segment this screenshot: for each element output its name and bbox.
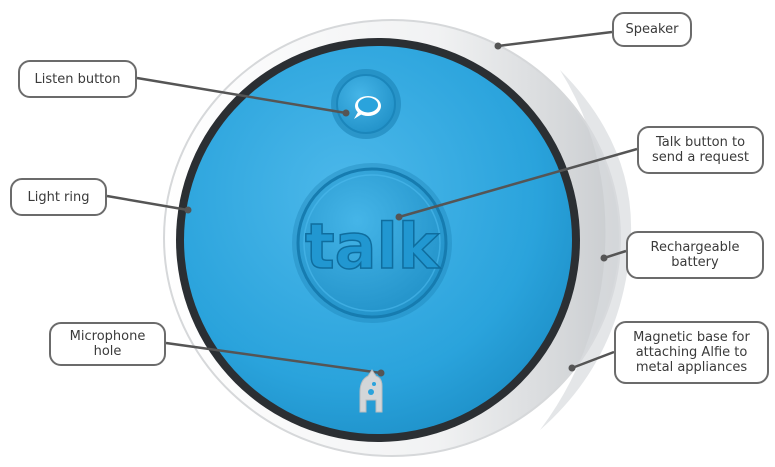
- talk-button[interactable]: talk: [292, 163, 452, 323]
- callout-talk-button: Talk button to send a request: [637, 126, 764, 174]
- callout-battery-line-2: battery: [671, 255, 718, 270]
- callout-microphone-line-1: Microphone: [70, 329, 146, 344]
- callout-talk-line-2: send a request: [652, 150, 749, 165]
- callout-magnetic-base: Magnetic base for attaching Alfie to met…: [614, 321, 769, 384]
- microphone-hole: [350, 362, 390, 418]
- callout-battery-line-1: Rechargeable: [651, 240, 740, 255]
- dog-logo-icon: [350, 362, 390, 418]
- talk-button-label: talk: [305, 210, 441, 283]
- callout-listen-button: Listen button: [18, 60, 137, 98]
- callout-battery: Rechargeable battery: [626, 231, 764, 279]
- callout-microphone: Microphone hole: [49, 322, 166, 366]
- callout-light-ring: Light ring: [10, 178, 107, 216]
- callout-light-ring-line-1: Light ring: [27, 190, 89, 205]
- callout-talk-line-1: Talk button to: [656, 135, 745, 150]
- callout-listen-line-1: Listen button: [35, 72, 121, 87]
- callout-magnetic-line-3: metal appliances: [636, 360, 747, 375]
- callout-magnetic-line-2: attaching Alfie to: [636, 345, 748, 360]
- callout-speaker-line-1: Speaker: [626, 22, 679, 37]
- callout-microphone-line-2: hole: [94, 344, 122, 359]
- listen-button[interactable]: [331, 69, 401, 139]
- callout-magnetic-line-1: Magnetic base for: [633, 330, 750, 345]
- callout-speaker: Speaker: [612, 12, 692, 47]
